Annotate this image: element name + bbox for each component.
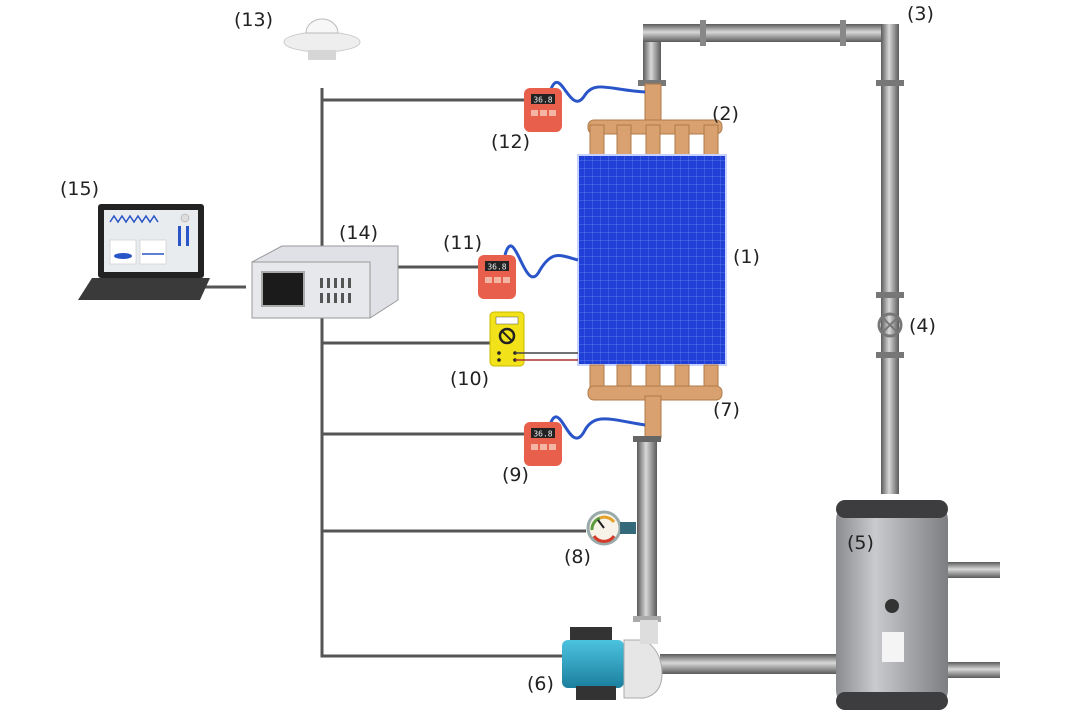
label-6: (6) bbox=[527, 673, 554, 695]
label-2: (2) bbox=[712, 103, 739, 125]
outlet-thermometer[interactable]: 36.8 bbox=[524, 80, 646, 132]
label-15: (15) bbox=[60, 178, 100, 200]
label-10: (10) bbox=[450, 368, 490, 390]
label-13: (13) bbox=[234, 9, 274, 31]
label-14: (14) bbox=[339, 222, 379, 244]
inlet-header bbox=[587, 364, 723, 439]
thermometer-display: 36.8 bbox=[487, 263, 506, 272]
label-1: (1) bbox=[733, 246, 760, 268]
thermometer-display: 36.8 bbox=[533, 96, 552, 105]
pv-panel bbox=[577, 154, 727, 366]
label-12: (12) bbox=[491, 131, 531, 153]
label-8: (8) bbox=[564, 546, 591, 568]
laptop-icon[interactable] bbox=[78, 204, 210, 300]
label-7: (7) bbox=[713, 399, 740, 421]
flow-meter-icon[interactable] bbox=[586, 510, 636, 546]
data-logger-icon[interactable] bbox=[251, 245, 399, 319]
thermometer-display: 36.8 bbox=[533, 430, 552, 439]
multimeter-icon[interactable] bbox=[489, 311, 578, 367]
outlet-header bbox=[587, 83, 723, 158]
return-pipe bbox=[638, 20, 904, 494]
label-11: (11) bbox=[443, 232, 483, 254]
label-4: (4) bbox=[909, 315, 936, 337]
storage-tank bbox=[836, 500, 1000, 710]
pump-icon[interactable] bbox=[562, 620, 663, 700]
pyranometer-icon[interactable] bbox=[283, 18, 361, 60]
label-3: (3) bbox=[907, 3, 934, 25]
label-9: (9) bbox=[502, 464, 529, 486]
valve-icon[interactable] bbox=[877, 312, 903, 338]
panel-thermometer[interactable]: 36.8 bbox=[478, 244, 579, 299]
data-wires bbox=[205, 88, 586, 658]
label-5: (5) bbox=[847, 532, 874, 554]
inlet-thermometer[interactable]: 36.8 bbox=[524, 415, 646, 466]
supply-pipe bbox=[633, 436, 840, 674]
main-bus-wire bbox=[320, 88, 575, 658]
